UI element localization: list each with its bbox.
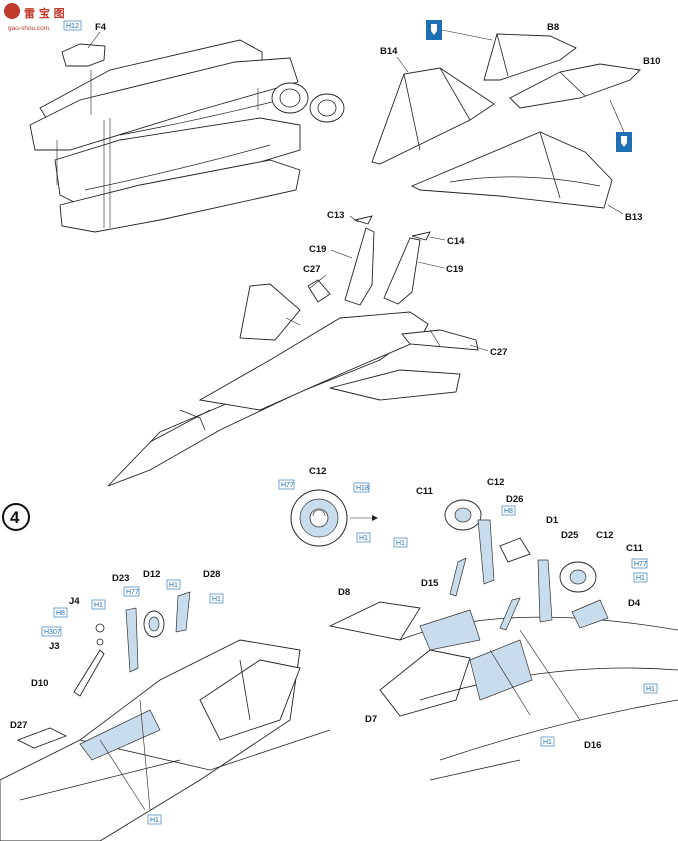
- aircraft-assembly-view: [107, 215, 479, 487]
- callout-h1-gear-c: H1: [646, 686, 655, 693]
- label-b8: B8: [547, 22, 559, 33]
- label-b13: B13: [625, 212, 642, 223]
- label-d16: D16: [584, 740, 601, 751]
- callout-h1-gear-d: H1: [543, 739, 552, 746]
- callout-h1-gear-a: H1: [396, 540, 405, 547]
- callout-h1-gear-b: H1: [636, 575, 645, 582]
- label-d10: D10: [31, 678, 48, 689]
- label-c11-left: C11: [416, 486, 434, 497]
- label-d23: D23: [112, 573, 129, 584]
- label-c19-left: C19: [309, 244, 326, 255]
- label-j4: J4: [69, 596, 80, 607]
- label-c14: C14: [447, 236, 465, 247]
- main-gear-assembly: [328, 499, 678, 781]
- label-b10: B10: [643, 56, 660, 67]
- label-f4: F4: [95, 22, 107, 33]
- label-d4: D4: [628, 598, 641, 609]
- callout-h8-nose: H8: [56, 610, 65, 617]
- label-d26: D26: [506, 494, 523, 505]
- label-c19-right: C19: [446, 264, 463, 275]
- label-d7: D7: [365, 714, 377, 725]
- step-marker: 4: [2, 503, 30, 531]
- callout-h12: H12: [66, 23, 79, 30]
- callout-h307-nose: H307: [44, 629, 61, 636]
- label-d8: D8: [338, 587, 350, 598]
- watermark-url: gao-shou.com: [8, 25, 49, 32]
- callout-h8-gear: H8: [504, 508, 513, 515]
- callout-h77-gear: H77: [634, 561, 647, 568]
- callout-h1-closeup: H1: [359, 535, 368, 542]
- label-d28: D28: [203, 569, 220, 580]
- label-d1: D1: [546, 515, 559, 526]
- site-watermark: 雷 宝 图 gao-shou.com: [4, 3, 65, 32]
- label-c12-left: C12: [487, 477, 504, 488]
- wheel-closeup: [290, 489, 378, 547]
- label-c12-closeup: C12: [309, 466, 326, 477]
- watermark-glyphs: 雷 宝 图: [24, 6, 65, 20]
- step-number: 4: [10, 508, 20, 527]
- label-c27-left: C27: [303, 264, 320, 275]
- fuselage-exploded-view: [29, 39, 345, 233]
- callout-h77-nose: H77: [126, 589, 139, 596]
- callout-h1-nose-c: H1: [94, 602, 103, 609]
- label-c27-right: C27: [490, 347, 507, 358]
- callout-h77-closeup: H77: [281, 482, 294, 489]
- label-d15: D15: [421, 578, 439, 589]
- label-b14: B14: [380, 46, 398, 57]
- label-d12: D12: [143, 569, 160, 580]
- label-c11-right: C11: [626, 543, 644, 554]
- tail-wing-parts: [371, 20, 641, 209]
- label-j3: J3: [49, 641, 60, 652]
- label-d25: D25: [561, 530, 579, 541]
- nose-gear-assembly: [0, 591, 331, 841]
- callout-h1-nose-a: H1: [169, 582, 178, 589]
- callout-h18-closeup: H18: [356, 485, 369, 492]
- callout-h12-box: [63, 20, 82, 31]
- label-d27: D27: [10, 720, 27, 731]
- label-c13: C13: [327, 210, 344, 221]
- callout-h1-nose-b: H1: [212, 596, 221, 603]
- callout-h1-nose-d: H1: [150, 817, 159, 824]
- label-c12-right: C12: [596, 530, 613, 541]
